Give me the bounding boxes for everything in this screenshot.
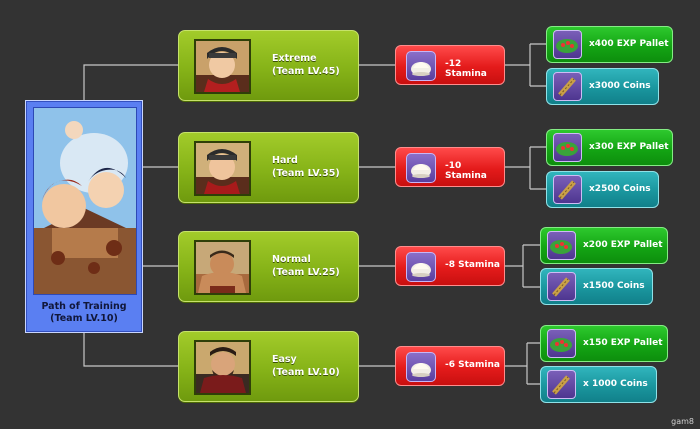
path-of-training-card[interactable]: Path of Training (Team LV.10) <box>25 100 143 333</box>
reward-coins-easy: x 1000 Coins <box>540 366 657 403</box>
reward-exp-extreme-text: x400 EXP Pallet <box>589 39 669 49</box>
tier-extreme-label: Extreme (Team LV.45) <box>272 52 340 78</box>
coin-stack-icon <box>547 370 576 399</box>
steamed-bun-icon <box>406 51 436 81</box>
reward-exp-hard: x300 EXP Pallet <box>546 129 673 166</box>
tier-extreme-level: (Team LV.45) <box>272 66 340 77</box>
normal-portrait <box>194 240 251 295</box>
coin-stack-icon <box>547 272 576 301</box>
root-title: Path of Training (Team LV.10) <box>26 301 142 325</box>
reward-exp-extreme: x400 EXP Pallet <box>546 26 673 63</box>
tier-normal-card[interactable]: Normal (Team LV.25) <box>178 231 359 302</box>
reward-coins-extreme: x3000 Coins <box>546 68 659 105</box>
tier-extreme-card[interactable]: Extreme (Team LV.45) <box>178 30 359 101</box>
tier-normal-level: (Team LV.25) <box>272 267 340 278</box>
stamina-cost-normal: -8 Stamina <box>395 246 505 286</box>
extreme-portrait <box>194 39 251 94</box>
reward-exp-easy: x150 EXP Pallet <box>540 325 668 362</box>
stamina-normal-text: -8 Stamina <box>445 260 500 270</box>
exp-pallet-icon <box>547 329 576 358</box>
reward-coins-normal-text: x1500 Coins <box>583 281 645 291</box>
tier-easy-level: (Team LV.10) <box>272 367 340 378</box>
reward-exp-easy-text: x150 EXP Pallet <box>583 338 663 348</box>
easy-portrait <box>194 340 251 395</box>
hard-portrait <box>194 141 251 196</box>
reward-exp-hard-text: x300 EXP Pallet <box>589 142 669 152</box>
tier-easy-card[interactable]: Easy (Team LV.10) <box>178 331 359 402</box>
reward-coins-easy-text: x 1000 Coins <box>583 379 648 389</box>
reward-exp-normal: x200 EXP Pallet <box>540 227 668 264</box>
stamina-extreme-text: -12 Stamina <box>445 59 487 79</box>
root-title-line1: Path of Training <box>41 301 127 312</box>
steamed-bun-icon <box>406 352 436 382</box>
training-artwork <box>33 107 137 295</box>
steamed-bun-icon <box>406 252 436 282</box>
reward-exp-normal-text: x200 EXP Pallet <box>583 240 663 250</box>
steamed-bun-icon <box>406 153 436 183</box>
tier-normal-name: Normal <box>272 254 311 265</box>
stamina-cost-extreme: -12 Stamina <box>395 45 505 85</box>
reward-coins-extreme-text: x3000 Coins <box>589 81 651 91</box>
tier-extreme-name: Extreme <box>272 53 317 64</box>
stamina-easy-text: -6 Stamina <box>445 360 500 370</box>
tier-hard-level: (Team LV.35) <box>272 168 340 179</box>
reward-coins-hard: x2500 Coins <box>546 171 659 208</box>
coin-stack-icon <box>553 72 582 101</box>
tier-hard-card[interactable]: Hard (Team LV.35) <box>178 132 359 203</box>
tier-hard-label: Hard (Team LV.35) <box>272 154 340 180</box>
tier-easy-label: Easy (Team LV.10) <box>272 353 340 379</box>
reward-coins-normal: x1500 Coins <box>540 268 653 305</box>
tier-easy-name: Easy <box>272 354 297 365</box>
exp-pallet-icon <box>547 231 576 260</box>
tier-normal-label: Normal (Team LV.25) <box>272 253 340 279</box>
coin-stack-icon <box>553 175 582 204</box>
stamina-cost-hard: -10 Stamina <box>395 147 505 187</box>
exp-pallet-icon <box>553 133 582 162</box>
reward-coins-hard-text: x2500 Coins <box>589 184 651 194</box>
root-title-line2: (Team LV.10) <box>50 313 118 324</box>
stamina-cost-easy: -6 Stamina <box>395 346 505 386</box>
watermark: gam8 <box>671 417 694 426</box>
stamina-hard-text: -10 Stamina <box>445 161 487 181</box>
tier-hard-name: Hard <box>272 155 298 166</box>
exp-pallet-icon <box>553 30 582 59</box>
